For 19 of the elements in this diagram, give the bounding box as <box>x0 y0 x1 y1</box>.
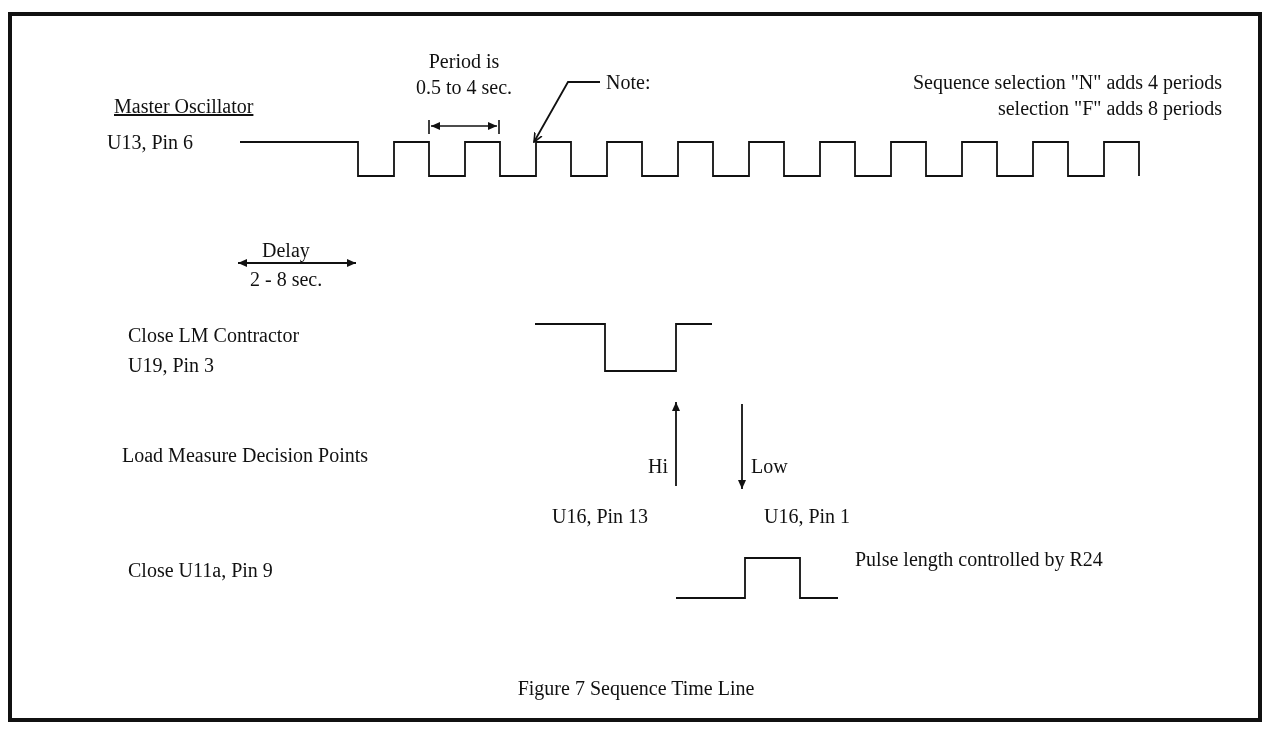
pin-label: U19, Pin 3 <box>128 353 215 378</box>
dimension-label: Delay <box>262 238 310 263</box>
note-label: Note: <box>606 69 651 95</box>
dimension-label: 2 - 8 sec. <box>250 267 323 292</box>
leader-line <box>533 81 601 143</box>
dimension-label: Period is 0.5 to 4 sec. <box>414 49 514 100</box>
signal-label: Hi <box>648 454 668 479</box>
signal-label: Low <box>751 454 788 479</box>
signal-label: Close LM Contractor <box>128 323 300 348</box>
signal-label: Load Measure Decision Points <box>122 443 369 468</box>
note-text: Sequence selection "N" adds 4 periods selection "F" adds 8 periods <box>911 70 1222 121</box>
note-text: Pulse length controlled by R24 <box>855 547 1103 572</box>
pin-label: U16, Pin 1 <box>764 504 851 529</box>
signal-heading: Master Oscillator <box>114 94 254 119</box>
signal-label: Close U11a, Pin 9 <box>128 558 273 583</box>
square-wave-drawing <box>239 141 1140 177</box>
pin-label: U16, Pin 13 <box>552 504 649 529</box>
pin-label: U13, Pin 6 <box>107 130 194 155</box>
figure-caption: Figure 7 Sequence Time Line <box>516 676 756 701</box>
